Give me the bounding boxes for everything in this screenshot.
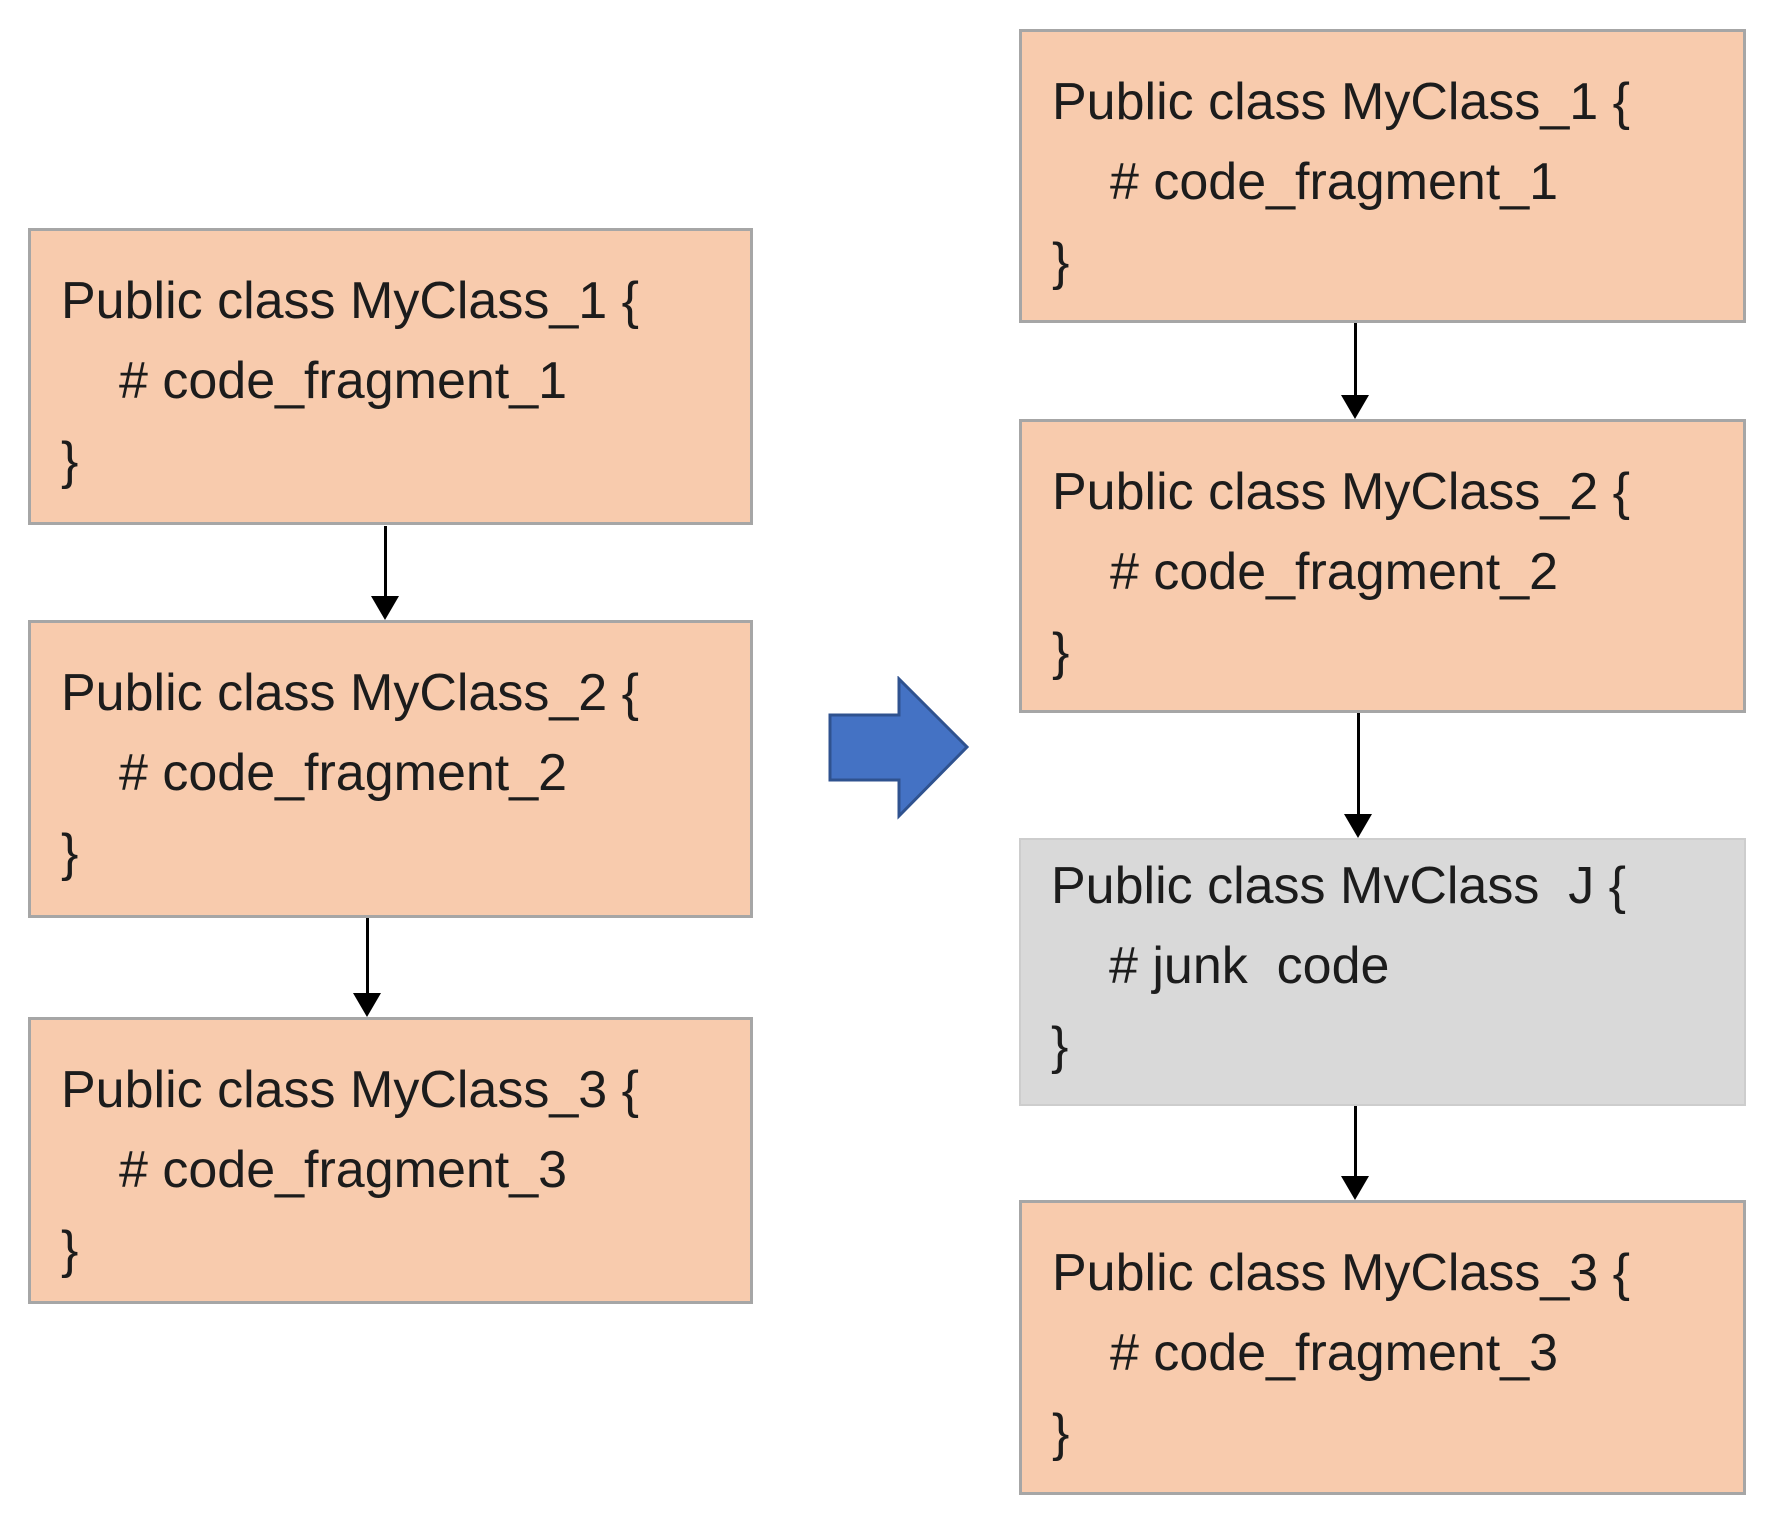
code-line: # code_fragment_2 <box>1110 543 1559 601</box>
code-line: Public class MyClass_1 { <box>61 272 639 330</box>
down-arrow-head-icon <box>371 596 399 620</box>
code-line: } <box>1052 1404 1070 1462</box>
code-line: } <box>61 824 79 882</box>
code-line: } <box>1052 623 1070 681</box>
down-arrow-head-icon <box>1344 814 1372 838</box>
code-line: # code_fragment_3 <box>119 1141 568 1199</box>
down-arrow-line <box>1354 323 1357 395</box>
class-box-myclass2-original: Public class MyClass_2 { # code_fragment… <box>28 620 753 918</box>
code-line: Public class MyClass_2 { <box>1052 463 1630 521</box>
code-line: Public class MyClass_3 { <box>1052 1244 1630 1302</box>
class-box-myclass1-obfuscated: Public class MyClass_1 { # code_fragment… <box>1019 29 1746 323</box>
code-line: # code_fragment_1 <box>1110 153 1559 211</box>
down-arrow-line <box>1357 713 1360 814</box>
code-line: } <box>61 432 79 490</box>
down-arrow-head-icon <box>1341 1176 1369 1200</box>
code-line: Public class MyClass_3 { <box>61 1061 639 1119</box>
class-box-myclass3-obfuscated: Public class MyClass_3 { # code_fragment… <box>1019 1200 1746 1495</box>
down-arrow-head-icon <box>353 993 381 1017</box>
transform-right-arrow-icon <box>828 676 970 820</box>
class-box-myclass1-original: Public class MyClass_1 { # code_fragment… <box>28 228 753 525</box>
code-line: # code_fragment_1 <box>119 352 568 410</box>
code-line: } <box>1052 233 1070 291</box>
code-line: # code_fragment_3 <box>1110 1324 1559 1382</box>
down-arrow-head-icon <box>1341 395 1369 419</box>
code-line: Public class MyClass_2 { <box>61 664 639 722</box>
class-box-myclass3-original: Public class MyClass_3 { # code_fragment… <box>28 1017 753 1304</box>
code-line: } <box>1051 1017 1069 1075</box>
code-line: # junk code <box>1109 937 1390 995</box>
code-line: # code_fragment_2 <box>119 744 568 802</box>
down-arrow-line <box>366 918 369 993</box>
down-arrow-line <box>1354 1106 1357 1176</box>
code-line: Public class MyClass_1 { <box>1052 73 1630 131</box>
junk-code-class-box: Public class MvClass J { # junk code } <box>1019 838 1746 1106</box>
down-arrow-line <box>384 526 387 596</box>
code-line: Public class MvClass J { <box>1051 857 1627 915</box>
class-box-myclass2-obfuscated: Public class MyClass_2 { # code_fragment… <box>1019 419 1746 713</box>
code-line: } <box>61 1221 79 1279</box>
